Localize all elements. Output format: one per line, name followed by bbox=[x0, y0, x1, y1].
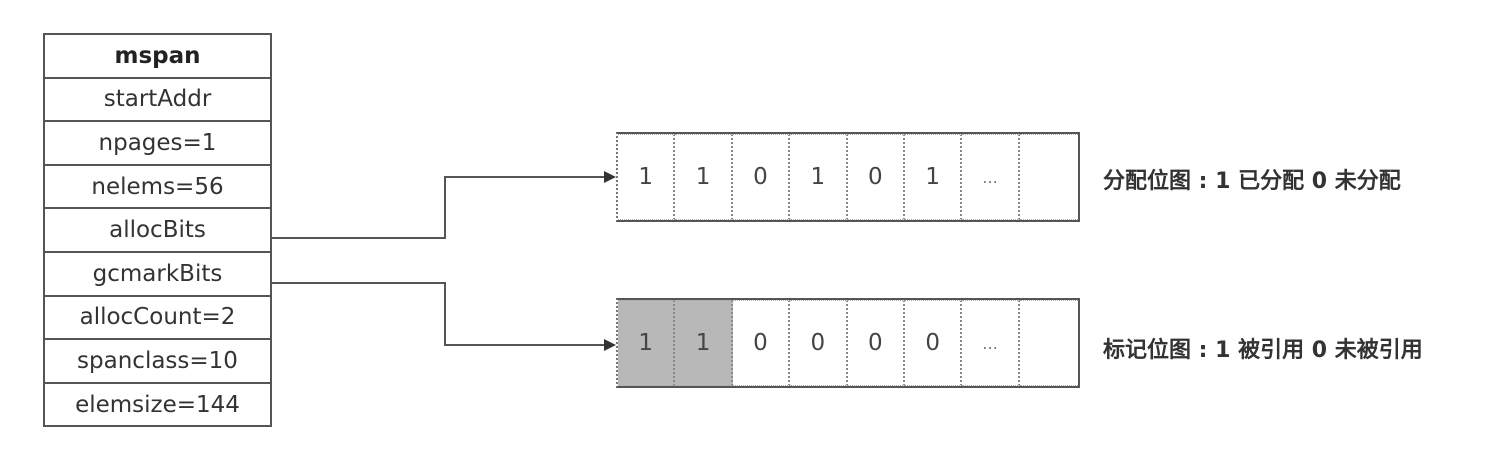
field-startaddr: startAddr bbox=[43, 76, 272, 123]
mark-bit-empty bbox=[1019, 300, 1078, 386]
allocbits-arrow bbox=[272, 171, 616, 239]
alloc-bit: 1 bbox=[618, 134, 676, 220]
mark-bitmap-caption: 标记位图 : 1 被引用 0 未被引用 bbox=[1103, 338, 1423, 363]
alloc-bitmap: 1 1 0 1 0 1 ... bbox=[616, 132, 1080, 222]
mspan-title: mspan bbox=[43, 33, 272, 79]
mark-bit: 0 bbox=[847, 300, 905, 386]
alloc-bit: 0 bbox=[847, 134, 905, 220]
field-alloccount: allocCount=2 bbox=[43, 294, 272, 341]
mspan-struct: mspan startAddr npages=1 nelems=56 alloc… bbox=[43, 33, 272, 428]
alloc-bit: 1 bbox=[904, 134, 963, 220]
field-spanclass: spanclass=10 bbox=[43, 338, 272, 384]
alloc-bit: 1 bbox=[675, 134, 733, 220]
alloc-bit: 1 bbox=[790, 134, 848, 220]
mark-bitmap: 1 1 0 0 0 0 ... bbox=[616, 298, 1080, 388]
gcmarkbits-arrow bbox=[272, 282, 616, 351]
alloc-bitmap-caption: 分配位图 : 1 已分配 0 未分配 bbox=[1103, 169, 1401, 194]
alloc-bit-empty bbox=[1019, 134, 1078, 220]
mark-bit: 1 bbox=[618, 300, 676, 386]
mark-bit: 0 bbox=[790, 300, 848, 386]
field-allocbits: allocBits bbox=[43, 207, 272, 253]
mark-bit-ellipsis: ... bbox=[962, 300, 1020, 386]
field-gcmarkbits: gcmarkBits bbox=[43, 250, 272, 297]
alloc-bit-ellipsis: ... bbox=[962, 134, 1020, 220]
mark-bit: 0 bbox=[904, 300, 963, 386]
alloc-bit: 0 bbox=[732, 134, 791, 220]
mark-bit: 0 bbox=[732, 300, 791, 386]
mark-bit: 1 bbox=[675, 300, 733, 386]
field-npages: npages=1 bbox=[43, 120, 272, 166]
field-nelems: nelems=56 bbox=[43, 163, 272, 210]
field-elemsize: elemsize=144 bbox=[43, 381, 272, 428]
